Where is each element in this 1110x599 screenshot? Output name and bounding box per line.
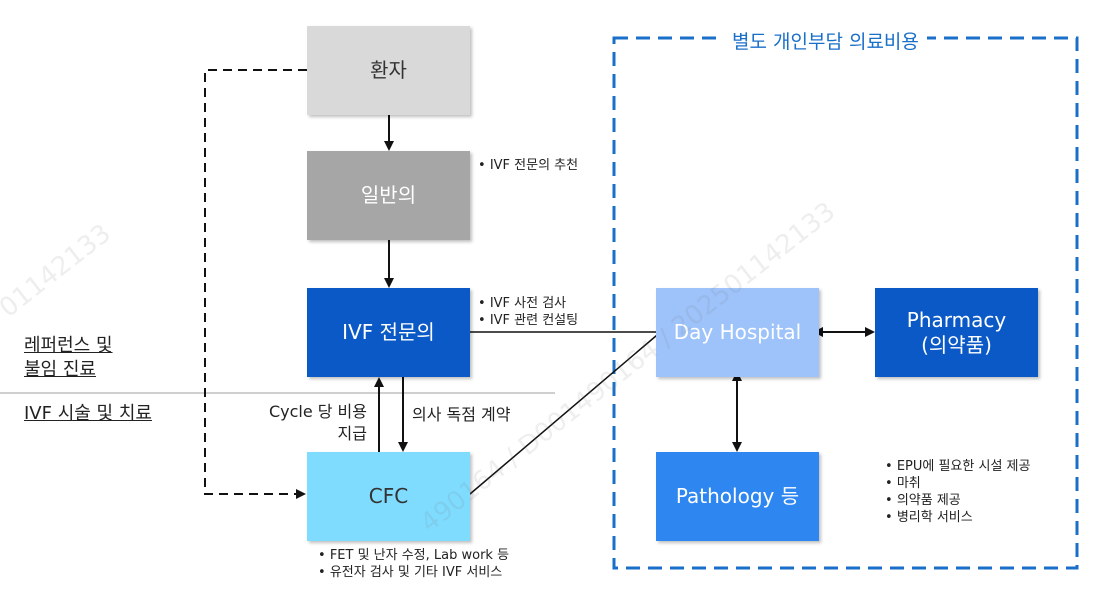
edge-label-exclusive-contract: 의사 독점 계약 [412,405,511,424]
region-title: 별도 개인부담 의료비용 [724,27,927,54]
note-gp: IVF 전문의 추천 [478,157,578,174]
node-pathology: Pathology 등 [656,452,819,541]
note-ivf: IVF 사전 검사 IVF 관련 컨설팅 [478,295,578,329]
note-region-item: 의약품 제공 [885,492,1030,509]
line-cfc-day [469,329,664,495]
node-ivf-specialist: IVF 전문의 [307,288,470,377]
node-patient-label: 환자 [370,58,407,82]
note-region-item: 마취 [885,475,1030,492]
node-pharmacy-label-2: (의약품) [921,332,992,357]
note-region-item: EPU에 필요한 시설 제공 [885,458,1031,475]
node-patient: 환자 [307,26,470,115]
note-ivf-item: IVF 관련 컨설팅 [478,312,578,329]
node-pharmacy: Pharmacy (의약품) [875,288,1038,377]
node-pharmacy-label-1: Pharmacy [906,307,1007,332]
node-cfc: CFC [307,452,470,541]
note-ivf-item: IVF 사전 검사 [478,295,578,312]
side-label-referral-2: 불임 진료 [24,359,96,380]
edge-label-cycle-cost: Cycle 당 비용 지급 [259,401,367,445]
edge-label-cycle-cost-1: Cycle 당 비용 [268,402,367,421]
note-region: EPU에 필요한 시설 제공 마취 의약품 제공 병리학 서비스 [885,458,1031,526]
node-gp: 일반의 [307,151,470,240]
note-region-item: 병리학 서비스 [885,509,1030,526]
node-ivf-label: IVF 전문의 [342,320,435,344]
node-gp-label: 일반의 [360,183,417,207]
note-cfc-item: 유전자 검사 및 기타 IVF 서비스 [318,564,509,581]
side-label-ivf-treatment: IVF 시술 및 치료 [24,403,152,424]
note-cfc: FET 및 난자 수정, Lab work 등 유전자 검사 및 기타 IVF … [318,547,509,581]
edge-label-cycle-cost-2: 지급 [337,424,367,443]
side-label-referral-1: 레퍼런스 및 [24,335,113,356]
node-day-hospital-label: Day Hospital [673,320,802,344]
node-pathology-label: Pathology 등 [675,484,800,508]
side-label-referral: 레퍼런스 및 불임 진료 [24,334,113,382]
note-gp-item: IVF 전문의 추천 [478,157,578,174]
dashed-feedback-path [204,69,307,499]
node-cfc-label: CFC [368,484,409,508]
node-day-hospital: Day Hospital [656,288,819,377]
note-cfc-item: FET 및 난자 수정, Lab work 등 [318,547,509,564]
